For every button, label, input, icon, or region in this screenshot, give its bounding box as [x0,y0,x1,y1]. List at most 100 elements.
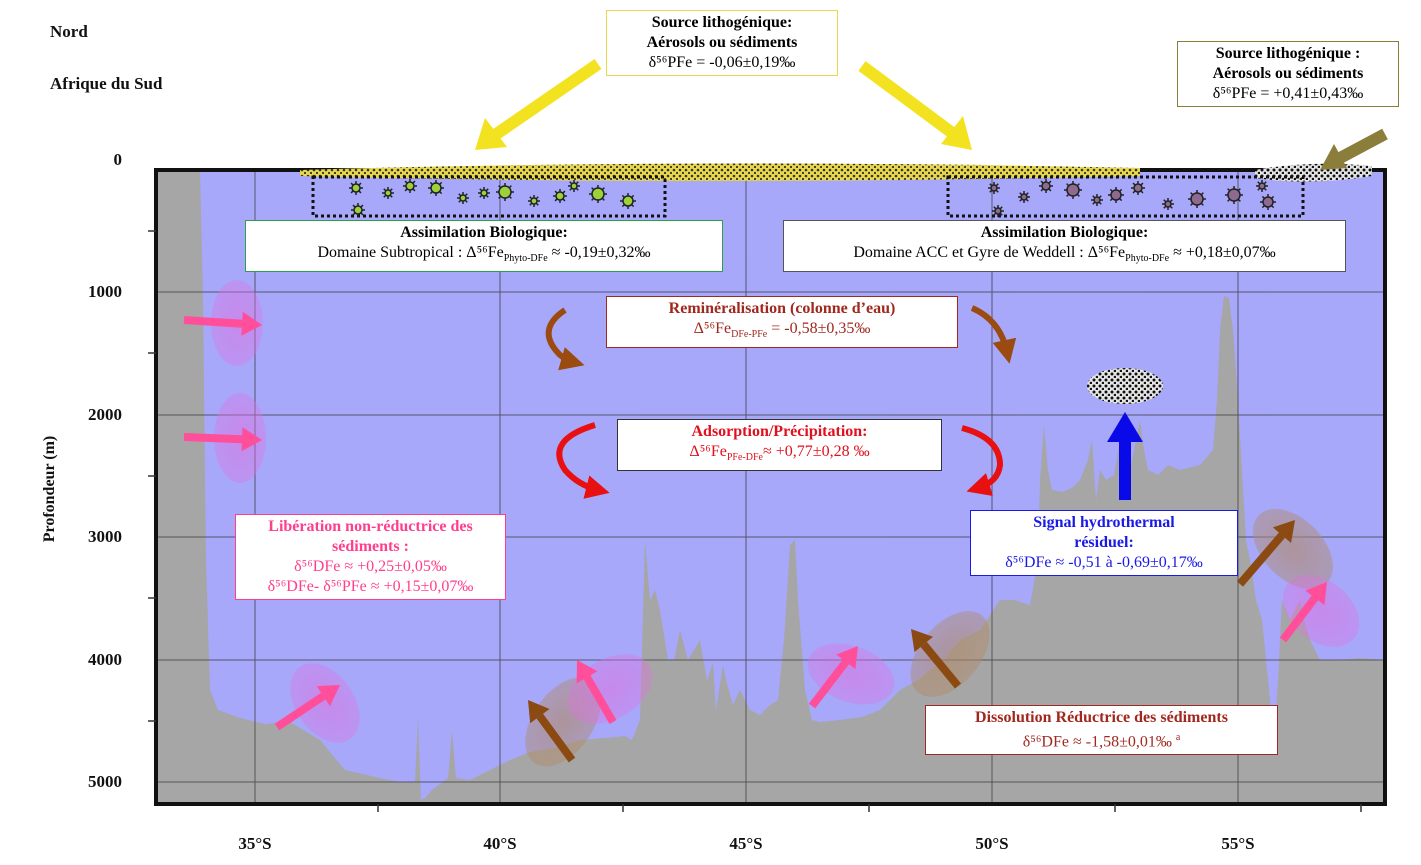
hydro-line2: résiduel: [1074,534,1134,551]
phyto-cell-green [568,180,580,192]
phyto-cell-green [428,180,444,196]
pink-arrow [1279,582,1327,643]
brown-arrow [911,629,962,689]
ytick-1000: 1000 [88,282,122,301]
phyto-cell-purple [1188,190,1206,208]
phyto-cell-green [349,181,363,195]
dissolution-note: a [1175,732,1181,743]
source-left-value: δ⁵⁶PFe = -0,06±0,19‰ [648,54,796,71]
adsorb-arrow-right [961,425,1004,497]
lib-line4: δ⁵⁶DFe- δ⁵⁶PFe ≈ +0,15±0,07‰ [267,578,474,595]
pink-glow [290,663,360,743]
assimilation-box-subtropical: Assimilation Biologique: Domaine Subtrop… [245,220,723,273]
xtick-45: 45°S [729,834,763,853]
yellow-arrow-right [858,61,972,150]
assim-right-sub: Phyto-DFe [1125,253,1170,265]
brown-arrow [1236,520,1295,587]
pink-glow [1282,575,1360,647]
liberation-box: Libération non-réductrice des sédiments … [235,514,506,600]
north-label: Nord [50,22,88,41]
brown-glow [1252,508,1334,590]
source-box-right: Source lithogénique : Aérosols ou sédime… [1177,41,1399,107]
remineralisation-box: Reminéralisation (colonne d’eau) Δ⁵⁶FeDF… [606,296,958,349]
phyto-cell-purple [1162,198,1174,210]
phyto-cell-purple [1018,191,1030,203]
ytick-0: 0 [113,150,123,169]
assim-left-text: Domaine Subtropical : Δ⁵⁶Fe [317,244,504,261]
pink-arrow [274,685,340,731]
source-box-left: Source lithogénique: Aérosols ou sédimen… [606,10,838,76]
adsorb-value: ≈ +0,77±0,28 ‰ [762,443,870,460]
pink-arrow [808,646,858,709]
phyto-cell-purple [1108,187,1124,203]
ytick-2000: 2000 [88,405,122,424]
remin-text: Δ⁵⁶Fe [693,320,732,337]
phyto-cell-green [351,203,365,217]
phyto-cell-green [553,189,567,203]
phyto-cell-purple [992,205,1004,217]
xtick-50: 50°S [975,834,1009,853]
adsorb-arrow-left [556,422,610,499]
source-right-title1: Source lithogénique : [1215,45,1361,62]
xtick-55: 55°S [1221,834,1255,853]
south-africa-label: Afrique du Sud [50,74,163,93]
xtick-40: 40°S [483,834,517,853]
adsorb-text: Δ⁵⁶Fe [689,443,727,460]
dissolution-title: Dissolution Réductrice des sédiments [975,709,1228,726]
remin-sub: DFe-PFe [731,329,768,341]
phyto-cell-purple [1260,194,1276,210]
aerosol-band [300,163,1140,181]
lib-line2: sédiments : [332,538,409,555]
assim-right-text: Domaine ACC et Gyre de Weddell : Δ⁵⁶Fe [853,244,1126,261]
source-right-title2: Aérosols ou sédiments [1212,65,1364,82]
hydrothermal-box: Signal hydrothermal résiduel: δ⁵⁶DFe ≈ -… [970,510,1238,576]
phyto-cell-purple [988,182,1000,194]
lib-line3: δ⁵⁶DFe ≈ +0,25±0,05‰ [294,558,447,575]
pink-arrow [576,660,617,725]
assim-left-sub: Phyto-DFe [503,253,548,265]
brown-glow [910,611,990,697]
phyto-cell-green [478,187,490,199]
phyto-cell-purple [1225,186,1243,204]
axis-minor-ticks [148,230,1362,812]
hydro-line3: δ⁵⁶DFe ≈ -0,51 à -0,69±0,17‰ [1005,554,1203,571]
ytick-5000: 5000 [88,772,122,791]
phyto-cells-green [349,179,636,217]
source-left-title2: Aérosols ou sédiments [646,34,798,51]
source-right-value: δ⁵⁶PFe = +0,41±0,43‰ [1212,85,1364,102]
phyto-cell-purple [1039,179,1053,193]
phyto-cell-green [403,179,417,193]
adsorb-title: Adsorption/Précipitation: [691,423,868,440]
remin-title: Reminéralisation (colonne d’eau) [668,300,896,317]
dissolution-box: Dissolution Réductrice des sédiments δ⁵⁶… [925,705,1278,756]
xtick-35: 35°S [238,834,272,853]
phyto-cell-green [528,195,540,207]
source-left-title1: Source lithogénique: [651,14,793,31]
particle-cloud [1087,368,1163,404]
phyto-cell-purple [1091,194,1103,206]
phyto-cell-green [496,183,514,201]
phyto-cell-purple [1131,181,1145,195]
assimilation-box-acc: Assimilation Biologique: Domaine ACC et … [783,220,1346,273]
remin-arrow-right [970,305,1017,364]
phyto-cell-green [589,185,607,203]
brown-arrow [528,700,576,763]
ytick-3000: 3000 [88,527,122,546]
phyto-cell-purple [1256,180,1268,192]
phyto-box-subtropical [311,175,667,218]
seafloor [156,170,1385,804]
assim-right-value: ≈ +0,18±0,07‰ [1173,244,1276,261]
pink-arrow [183,427,262,452]
lib-line1: Libération non-réductrice des [268,518,473,535]
phyto-box-acc [946,175,1305,218]
assim-left-title: Assimilation Biologique: [400,224,568,241]
ytick-4000: 4000 [88,650,122,669]
phyto-cell-green [457,192,469,204]
adsorption-box: Adsorption/Précipitation: Δ⁵⁶FePFe-DFe≈ … [617,419,942,472]
olive-arrow [1320,128,1388,170]
remin-arrow-left [545,307,585,371]
sediment-arrows [183,280,1360,767]
assim-left-value: ≈ -0,19±0,32‰ [551,244,651,261]
assim-right-title: Assimilation Biologique: [980,224,1149,241]
hydro-line1: Signal hydrothermal [1033,514,1175,531]
